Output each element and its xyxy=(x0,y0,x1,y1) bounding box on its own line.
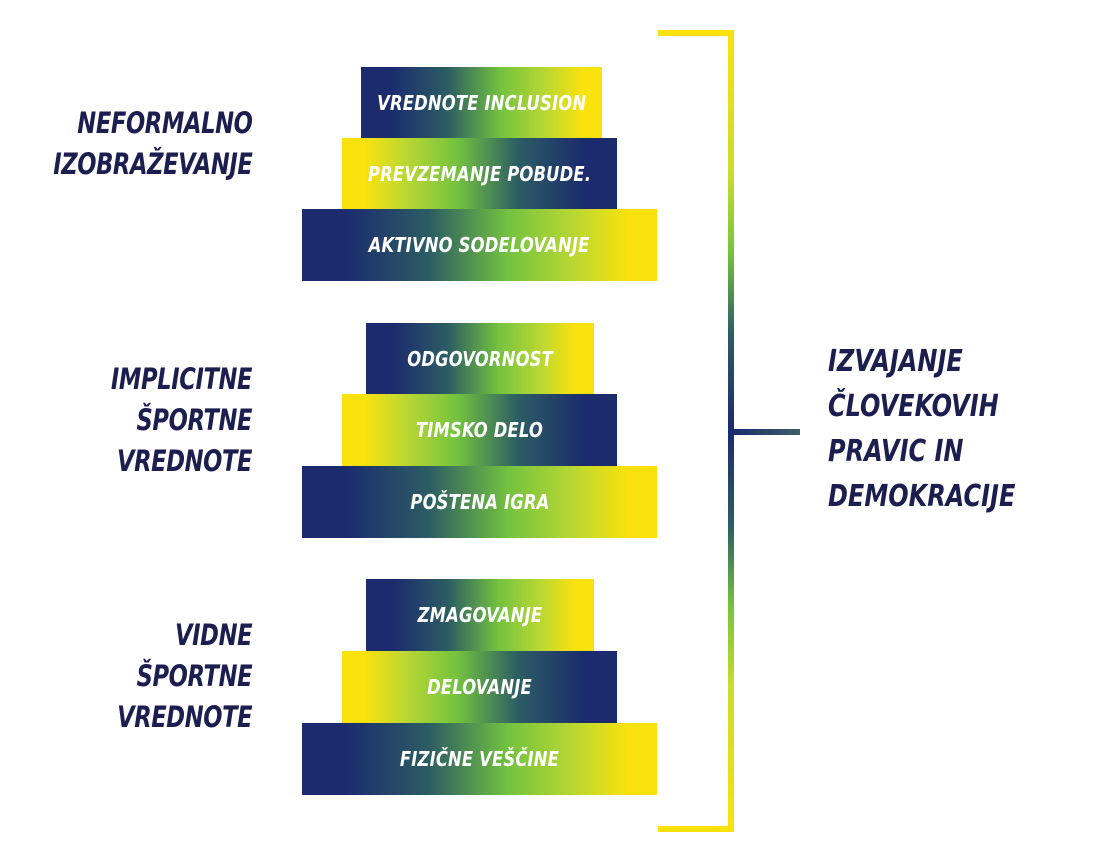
group-label-line: VIDNE xyxy=(174,618,253,652)
group-label-line: IZOBRAŽEVANJE xyxy=(52,147,253,181)
bar-label: AKTIVNO SODELOVANJE xyxy=(369,233,590,257)
result-label: IZVAJANJE ČLOVEKOVIH PRAVIC IN DEMOKRACI… xyxy=(828,339,1015,519)
group-label-vidne: VIDNE ŠPORTNE VREDNOTE xyxy=(117,615,252,738)
bracket-connector xyxy=(731,429,800,435)
bar-vrednote-inclusion: VREDNOTE INCLUSION xyxy=(361,67,602,139)
bracket-top-arm xyxy=(658,30,734,36)
bar-label: DELOVANJE xyxy=(427,675,532,699)
bar-fizicne-vescine: FIZIČNE VEŠČINE xyxy=(302,723,657,795)
result-label-line: ČLOVEKOVIH xyxy=(828,389,999,424)
bar-label: FIZIČNE VEŠČINE xyxy=(399,747,560,771)
bar-timsko-delo: TIMSKO DELO xyxy=(342,394,617,466)
bar-label: TIMSKO DELO xyxy=(415,418,544,442)
group-label-line: VREDNOTE xyxy=(116,700,252,734)
group-label-neformalno: NEFORMALNO IZOBRAŽEVANJE xyxy=(52,103,253,185)
bar-label: ZMAGOVANJE xyxy=(417,603,543,627)
bar-label: VREDNOTE INCLUSION xyxy=(376,91,587,115)
bracket-bottom-arm xyxy=(658,826,734,832)
group-label-line: VREDNOTE xyxy=(116,444,252,478)
group-label-line: ŠPORTNE xyxy=(136,659,252,693)
group-label-line: IMPLICITNE xyxy=(110,362,253,396)
bar-delovanje: DELOVANJE xyxy=(342,651,617,723)
bar-postena-igra: POŠTENA IGRA xyxy=(302,466,657,538)
bar-odgovornost: ODGOVORNOST xyxy=(366,323,594,395)
bar-label: ODGOVORNOST xyxy=(407,347,553,371)
bar-aktivno-sodelovanje: AKTIVNO SODELOVANJE xyxy=(302,209,657,281)
result-label-line: DEMOKRACIJE xyxy=(828,479,1016,514)
group-label-line: NEFORMALNO xyxy=(76,106,253,140)
result-label-line: PRAVIC IN xyxy=(828,434,964,469)
bar-prevzemanje-pobude: PREVZEMANJE POBUDE. xyxy=(342,138,617,210)
bar-label: POŠTENA IGRA xyxy=(409,490,550,514)
group-label-line: ŠPORTNE xyxy=(136,403,252,437)
bar-label: PREVZEMANJE POBUDE. xyxy=(367,162,592,186)
result-label-line: IZVAJANJE xyxy=(828,344,963,379)
group-label-implicitne: IMPLICITNE ŠPORTNE VREDNOTE xyxy=(110,359,253,482)
bar-zmagovanje: ZMAGOVANJE xyxy=(366,579,594,651)
